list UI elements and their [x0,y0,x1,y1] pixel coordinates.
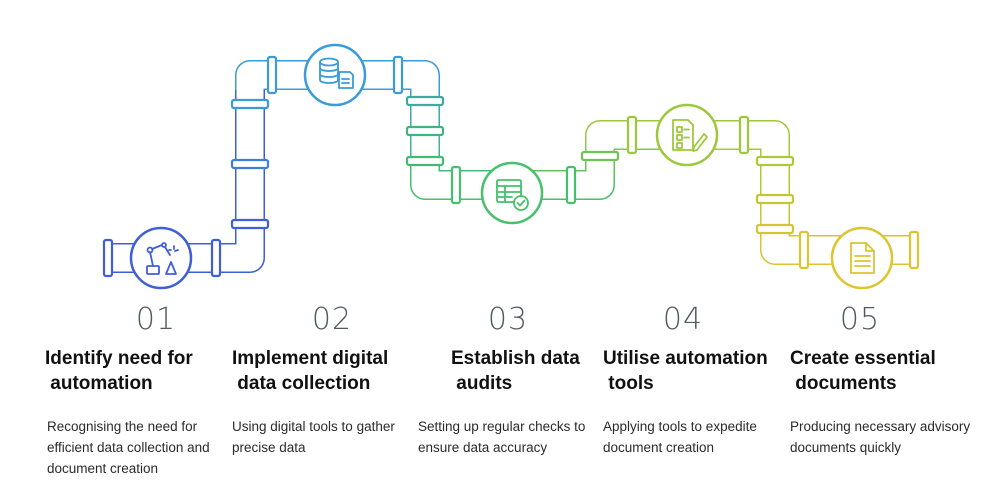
step-2-node [303,43,367,107]
step-title: Utilise automation tools [603,348,768,394]
step-number: 01 [135,302,177,337]
step-5-node [830,226,894,290]
step-title: Implement digital data collection [232,348,389,394]
step-number: 04 [662,302,704,337]
step-title: Identify need for automation [45,348,193,394]
step-3-node [480,161,544,225]
step-4-node [655,103,719,167]
pipe-segment-2 [235,60,520,200]
step-description: Producing necessary advisory documents q… [790,419,971,455]
document-icon [850,242,875,274]
step-title: Establish data audits [451,348,580,394]
step-description: Using digital tools to gather precise da… [232,419,395,455]
step-number: 02 [311,302,353,337]
pipe-segment-1 [110,90,265,273]
checklist-edit-icon [672,119,708,152]
pipeline-diagram [102,43,920,290]
database-document-icon [319,57,354,89]
step-title: Create essential documents [790,348,936,394]
table-check-icon [496,179,529,211]
step-number: 05 [839,302,881,337]
step-1-node [129,226,193,290]
robot-arm-icon [146,242,179,275]
step-number: 03 [487,302,529,337]
step-description: Applying tools to expedite document crea… [603,419,757,455]
step-description: Recognising the need for efficient data … [47,419,210,476]
step-description: Setting up regular checks to ensure data… [418,419,586,455]
